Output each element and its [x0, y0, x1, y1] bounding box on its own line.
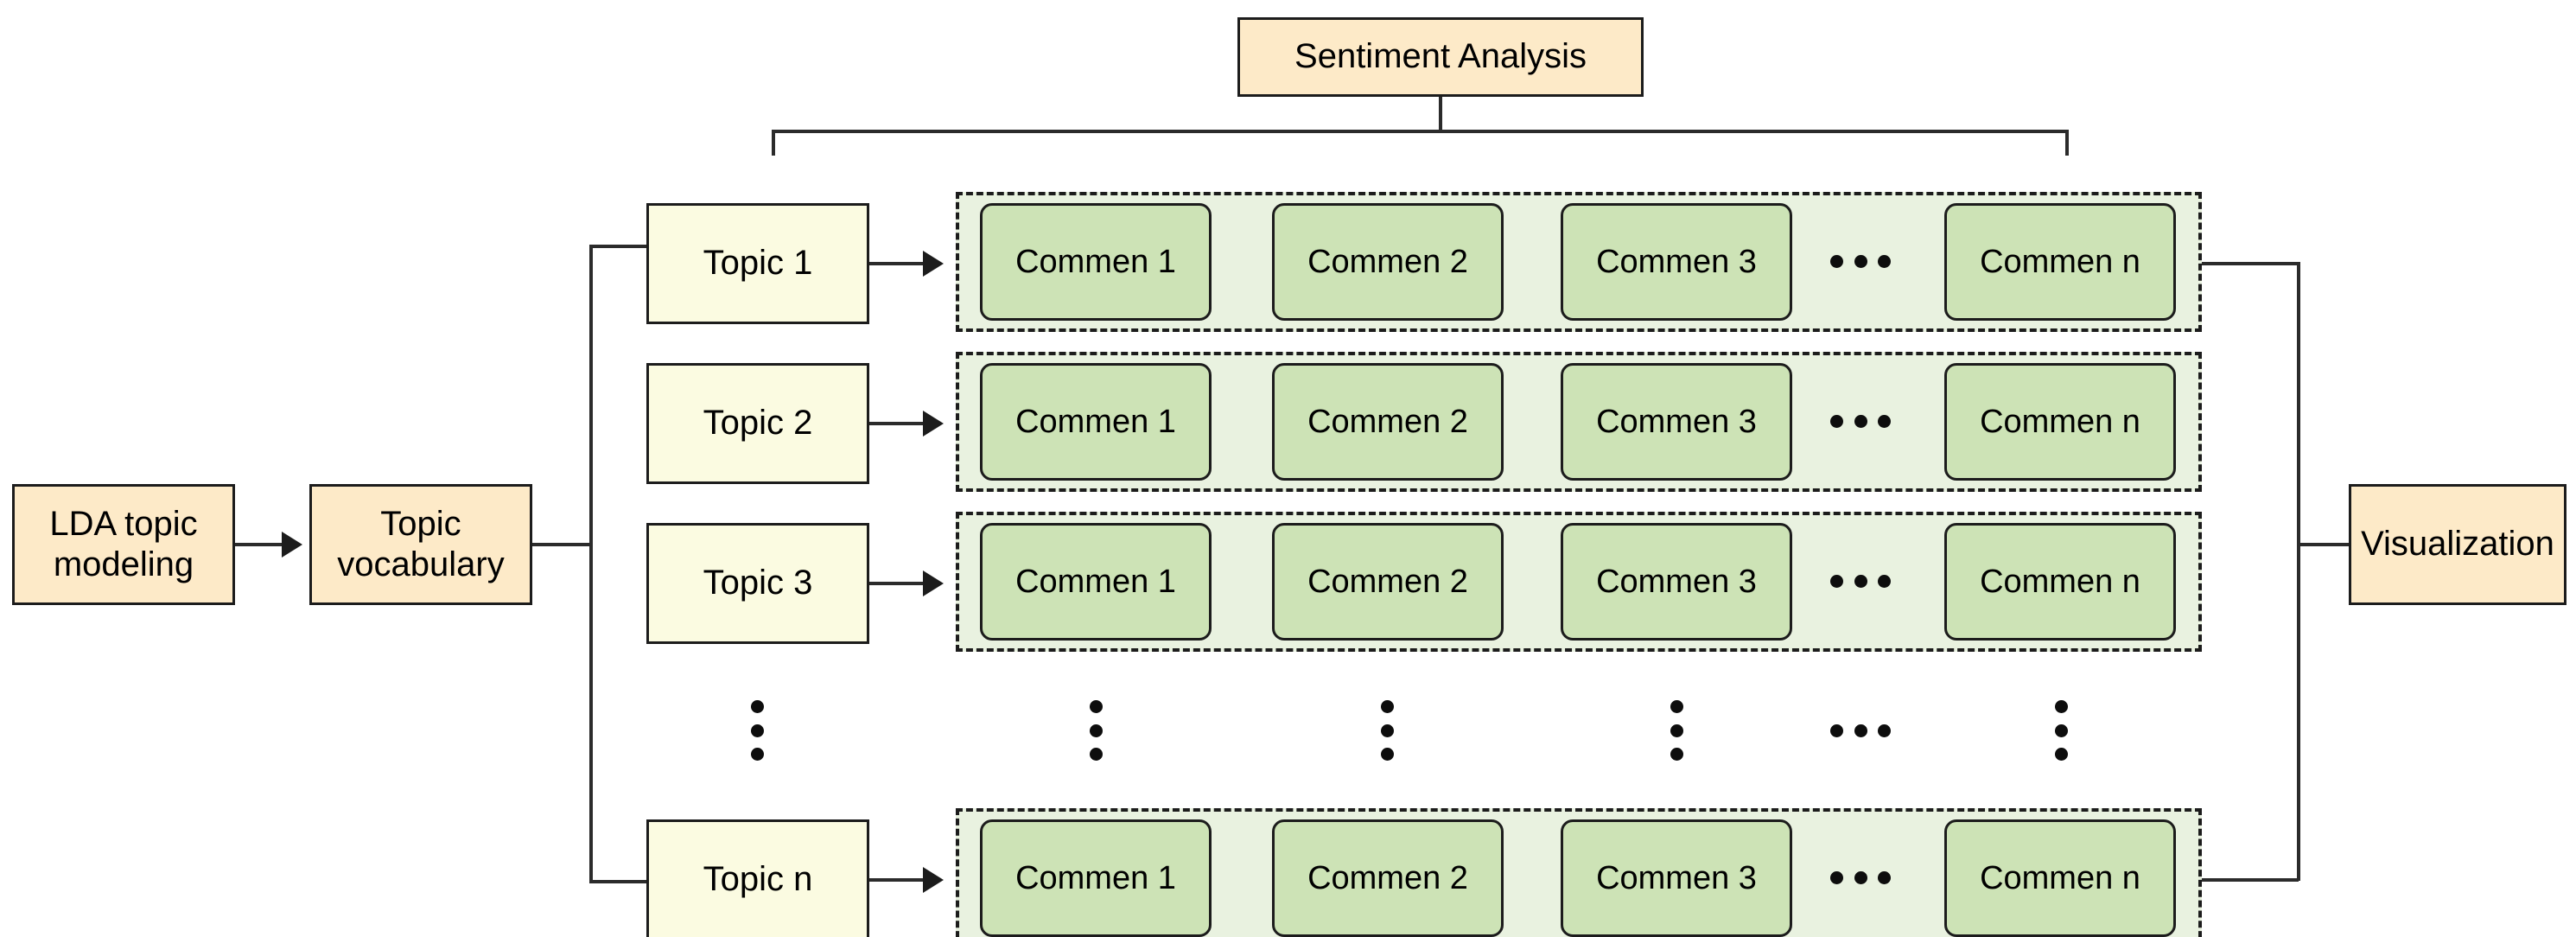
comment-label: Commen 1	[1015, 563, 1176, 600]
row-1-to-collector-line	[2202, 262, 2299, 265]
lda-to-vocabulary-arrowhead	[282, 532, 302, 558]
comment-label: Commen 3	[1596, 563, 1757, 600]
topic-vocabulary-label-line-1: Topic	[380, 504, 461, 543]
comment-chip-row2-n[interactable]: Commen n	[1944, 363, 2176, 481]
horizontal-ellipsis-icon-rown	[1830, 871, 1891, 884]
lda-label-line-2: modeling	[53, 545, 194, 583]
comment-label: Commen 2	[1307, 403, 1468, 440]
sentiment-bracket-right-drop	[2065, 130, 2069, 156]
comment-label: Commen 2	[1307, 563, 1468, 600]
horizontal-ellipsis-icon-row2	[1830, 415, 1891, 428]
vertical-ellipsis-icon-coln	[2055, 700, 2068, 761]
vocabulary-to-topics-line	[532, 543, 591, 546]
comment-chip-row2-1[interactable]: Commen 1	[980, 363, 1212, 481]
comment-label: Commen 1	[1015, 859, 1176, 896]
comment-chip-rown-1[interactable]: Commen 1	[980, 819, 1212, 937]
comment-chip-row3-3[interactable]: Commen 3	[1561, 523, 1792, 641]
sentiment-analysis-label: Sentiment Analysis	[1294, 37, 1587, 76]
comment-label: Commen 3	[1596, 403, 1757, 440]
visualization-label: Visualization	[2361, 525, 2554, 564]
comment-label: Commen n	[1980, 563, 2140, 600]
comment-label: Commen 2	[1307, 243, 1468, 280]
topic-1-to-row-arrowhead	[923, 251, 944, 277]
sentiment-analysis-box[interactable]: Sentiment Analysis	[1237, 17, 1644, 97]
topics-bus-branch-topic-1	[589, 245, 648, 248]
comment-label: Commen 3	[1596, 859, 1757, 896]
comment-label: Commen 3	[1596, 243, 1757, 280]
topic-box-2[interactable]: Topic 2	[646, 363, 869, 484]
vertical-ellipsis-icon-col2	[1381, 700, 1394, 761]
comment-chip-row3-2[interactable]: Commen 2	[1272, 523, 1504, 641]
collector-to-visualization-line	[2297, 543, 2350, 546]
topics-bus-branch-topic-n	[589, 880, 648, 883]
vertical-ellipsis-icon-col3	[1670, 700, 1683, 761]
topic-label-2: Topic 2	[703, 404, 813, 443]
topic-vocabulary-label-line-2: vocabulary	[337, 545, 505, 583]
sentiment-bracket-line	[772, 130, 2069, 133]
topic-label-1: Topic 1	[703, 244, 813, 283]
topic-label-n: Topic n	[703, 860, 813, 899]
topic-1-to-row-line	[869, 262, 925, 265]
topic-3-to-row-line	[869, 582, 925, 585]
vertical-ellipsis-icon-col1	[1090, 700, 1103, 761]
topic-n-to-row-arrowhead	[923, 867, 944, 893]
topic-box-n[interactable]: Topic n	[646, 819, 869, 937]
topic-label-3: Topic 3	[703, 564, 813, 602]
comment-label: Commen 1	[1015, 403, 1176, 440]
collector-vertical-line	[2297, 262, 2300, 881]
comment-chip-row1-n[interactable]: Commen n	[1944, 203, 2176, 321]
comment-chip-row1-1[interactable]: Commen 1	[980, 203, 1212, 321]
sentiment-stem-line	[1439, 97, 1442, 131]
comment-chip-row3-1[interactable]: Commen 1	[980, 523, 1212, 641]
comment-label: Commen n	[1980, 243, 2140, 280]
comment-label: Commen n	[1980, 859, 2140, 896]
comment-label: Commen 1	[1015, 243, 1176, 280]
comment-chip-row1-2[interactable]: Commen 2	[1272, 203, 1504, 321]
comment-chip-row1-3[interactable]: Commen 3	[1561, 203, 1792, 321]
lda-to-vocabulary-line	[235, 543, 283, 546]
comment-chip-row2-3[interactable]: Commen 3	[1561, 363, 1792, 481]
comment-chip-row3-n[interactable]: Commen n	[1944, 523, 2176, 641]
comment-chip-rown-n[interactable]: Commen n	[1944, 819, 2176, 937]
topic-vocabulary-box[interactable]: Topic vocabulary	[309, 484, 532, 605]
comment-label: Commen 2	[1307, 859, 1468, 896]
comment-label: Commen n	[1980, 403, 2140, 440]
lda-label-line-1: LDA topic	[49, 504, 198, 543]
row-n-to-collector-line	[2202, 878, 2299, 882]
comment-chip-rown-3[interactable]: Commen 3	[1561, 819, 1792, 937]
topic-box-3[interactable]: Topic 3	[646, 523, 869, 644]
topic-2-to-row-arrowhead	[923, 411, 944, 437]
topic-box-1[interactable]: Topic 1	[646, 203, 869, 324]
sentiment-bracket-left-drop	[772, 130, 775, 156]
topic-n-to-row-line	[869, 878, 925, 882]
topic-3-to-row-arrowhead	[923, 570, 944, 596]
comment-chip-row2-2[interactable]: Commen 2	[1272, 363, 1504, 481]
topic-2-to-row-line	[869, 422, 925, 425]
comment-chip-rown-2[interactable]: Commen 2	[1272, 819, 1504, 937]
visualization-box[interactable]: Visualization	[2349, 484, 2566, 605]
horizontal-ellipsis-icon-row3	[1830, 575, 1891, 588]
lda-topic-modeling-box[interactable]: LDA topic modeling	[12, 484, 235, 605]
horizontal-ellipsis-icon-band	[1830, 724, 1891, 737]
topics-bus-vertical-line	[589, 245, 593, 882]
horizontal-ellipsis-icon-row1	[1830, 255, 1891, 268]
vertical-ellipsis-icon-topics	[751, 700, 764, 761]
